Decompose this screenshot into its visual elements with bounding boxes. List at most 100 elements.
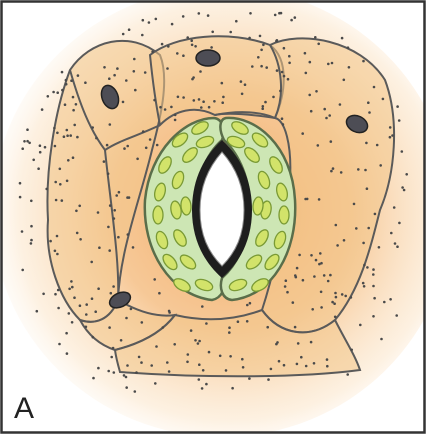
stipple-dot: [72, 96, 75, 99]
stipple-dot: [389, 298, 392, 301]
stipple-dot: [125, 79, 128, 82]
stipple-dot: [97, 367, 100, 370]
stipple-dot: [229, 31, 232, 34]
stipple-dot: [194, 339, 197, 342]
stipple-dot: [134, 89, 137, 92]
stipple-dot: [306, 198, 309, 201]
stipple-dot: [32, 159, 35, 162]
stipple-dot: [141, 34, 144, 37]
stipple-dot: [92, 377, 95, 380]
stipple-dot: [61, 199, 64, 202]
stipple-dot: [362, 282, 365, 285]
stipple-dot: [107, 172, 110, 175]
stipple-dot: [167, 45, 170, 48]
stipple-dot: [112, 347, 115, 350]
stipple-dot: [186, 36, 189, 39]
stipple-dot: [331, 62, 334, 65]
stipple-dot: [133, 70, 136, 73]
stipple-dot: [56, 235, 59, 238]
stipple-dot: [260, 65, 263, 68]
stipple-dot: [315, 259, 318, 262]
stipple-dot: [350, 349, 353, 352]
stipple-dot: [393, 206, 396, 209]
stipple-dot: [282, 123, 285, 126]
stipple-dot: [106, 144, 109, 147]
stipple-dot: [330, 140, 333, 143]
stipple-dot: [91, 297, 94, 300]
stipple-dot: [278, 360, 281, 363]
stipple-dot: [151, 51, 154, 54]
stipple-dot: [244, 83, 247, 86]
stipple-dot: [30, 200, 33, 203]
stipple-dot: [53, 127, 56, 130]
stipple-dot: [44, 146, 47, 149]
stipple-dot: [260, 49, 263, 52]
stipple-dot: [251, 65, 254, 68]
stipple-dot: [145, 147, 148, 150]
stipple-dot: [125, 386, 128, 389]
stipple-dot: [84, 81, 87, 84]
stipple-dot: [284, 285, 287, 288]
stipple-dot: [142, 19, 145, 22]
stipple-dot: [168, 310, 171, 313]
stipple-dot: [389, 126, 392, 129]
stipple-dot: [241, 358, 244, 361]
stipple-dot: [257, 56, 260, 59]
stipple-dot: [174, 114, 177, 117]
stipple-dot: [190, 329, 193, 332]
stipple-dot: [310, 110, 313, 113]
stipple-dot: [200, 106, 203, 109]
chloroplast: [279, 206, 289, 224]
stipple-dot: [58, 343, 61, 346]
stipple-dot: [405, 173, 408, 176]
stipple-dot: [125, 317, 128, 320]
stipple-dot: [56, 132, 59, 135]
stipple-dot: [296, 267, 299, 270]
stipple-dot: [246, 304, 249, 307]
stipple-dot: [155, 345, 158, 348]
stipple-dot: [30, 239, 33, 242]
stipple-dot: [182, 54, 185, 57]
stipple-dot: [69, 134, 72, 137]
stipple-dot: [85, 326, 88, 329]
stipple-dot: [130, 308, 133, 311]
stipple-dot: [340, 171, 343, 174]
stipple-dot: [350, 296, 353, 299]
stipple-dot: [37, 167, 40, 170]
stipple-dot: [182, 96, 185, 99]
stipple-dot: [108, 77, 111, 80]
stipple-dot: [241, 93, 244, 96]
stipple-dot: [373, 297, 376, 300]
stipple-dot: [66, 180, 69, 183]
stipple-dot: [365, 142, 368, 145]
stipple-dot: [323, 108, 326, 111]
stipple-dot: [202, 369, 205, 372]
stipple-dot: [398, 222, 401, 225]
stipple-dot: [191, 44, 194, 47]
stipple-dot: [207, 14, 210, 17]
stipple-dot: [311, 308, 314, 311]
stipple-dot: [298, 254, 301, 257]
stipple-dot: [329, 274, 332, 277]
stipple-dot: [366, 187, 369, 190]
stipple-dot: [373, 86, 376, 89]
stipple-dot: [176, 52, 179, 55]
stipple-dot: [103, 66, 106, 69]
stipple-dot: [153, 278, 156, 281]
stipple-dot: [71, 321, 74, 324]
stipple-dot: [389, 136, 392, 139]
stipple-dot: [75, 103, 78, 106]
stipple-dot: [110, 292, 113, 295]
stipple-dot: [366, 266, 369, 269]
stipple-dot: [391, 134, 394, 137]
stipple-dot: [68, 312, 71, 315]
stipple-dot: [317, 43, 320, 46]
stipple-dot: [383, 301, 386, 304]
stipple-dot: [288, 55, 291, 58]
stipple-dot: [262, 44, 265, 47]
stipple-dot: [315, 90, 318, 93]
stipple-dot: [171, 23, 174, 26]
stipple-dot: [109, 123, 112, 126]
stipple-dot: [156, 144, 159, 147]
stipple-dot: [77, 74, 80, 77]
